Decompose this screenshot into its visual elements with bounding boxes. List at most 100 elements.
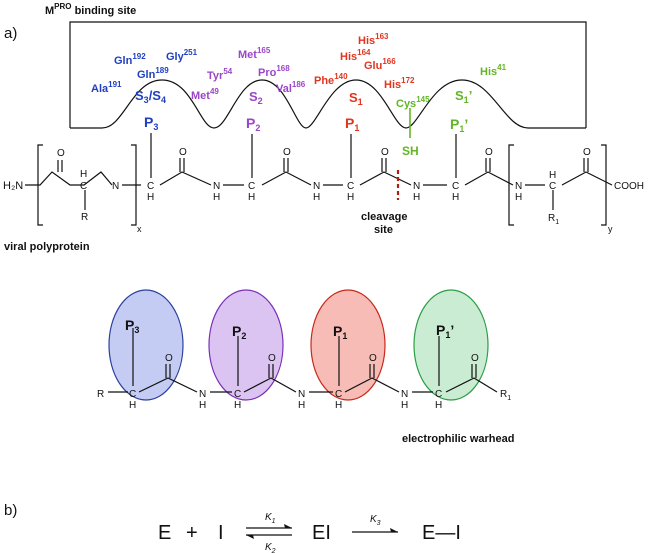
covalent-complex: E—I: [422, 522, 461, 544]
svg-text:H: H: [248, 192, 255, 203]
amine-terminus: H₂N: [3, 180, 23, 192]
inhibitor-p1prime: P1’: [436, 322, 454, 340]
svg-text:O: O: [369, 353, 377, 364]
subsite-s3-s4: S3/S4: [135, 88, 166, 105]
position-p3: P3: [144, 114, 158, 132]
svg-text:H: H: [129, 400, 136, 411]
inhibitor-structure: P3 P2 P1 P1’ R C H O N H C H: [97, 317, 511, 411]
residue-phe140: Phe140: [314, 72, 348, 87]
svg-text:H: H: [413, 192, 420, 203]
p1-ellipse: [310, 289, 386, 401]
svg-text:O: O: [268, 353, 276, 364]
svg-text:x: x: [137, 224, 142, 234]
svg-text:H: H: [234, 400, 241, 411]
svg-text:O: O: [57, 148, 65, 159]
svg-text:O: O: [283, 147, 291, 158]
side-chain-bonds: [150, 133, 457, 178]
k2-label: K2: [265, 542, 276, 553]
subsite-s2: S2: [249, 89, 263, 106]
svg-text:H: H: [313, 192, 320, 203]
residue-gln189: Gln189: [137, 66, 169, 81]
svg-text:H: H: [80, 169, 87, 180]
svg-text:N: N: [213, 181, 220, 192]
svg-text:H: H: [549, 170, 556, 181]
inhibitor-p2: P2: [232, 323, 246, 341]
svg-text:H: H: [147, 192, 154, 203]
svg-text:H: H: [213, 192, 220, 203]
svg-text:C: C: [347, 181, 354, 192]
polyprotein-chain: H₂N x y O: [3, 144, 644, 234]
panel-a-label: a): [4, 25, 17, 42]
svg-text:C: C: [435, 389, 442, 400]
svg-text:H: H: [199, 400, 206, 411]
subsite-s1: S1: [349, 90, 363, 107]
svg-text:H: H: [452, 192, 459, 203]
svg-text:N: N: [413, 181, 420, 192]
position-p2: P2: [246, 115, 260, 133]
residue-cys145: Cys145: [396, 95, 430, 110]
residue-his41: His41: [480, 63, 507, 78]
svg-text:R1: R1: [500, 389, 511, 402]
svg-text:H: H: [298, 400, 305, 411]
inhibitor-p3: P3: [125, 317, 139, 335]
p2-ellipse: [208, 289, 284, 401]
svg-text:C: C: [248, 181, 255, 192]
svg-text:O: O: [583, 147, 591, 158]
svg-text:H: H: [347, 192, 354, 203]
residue-glu166: Glu166: [364, 57, 396, 72]
kinetic-scheme: E + I K1 K2 EI K3 E—I: [158, 512, 461, 553]
binding-site-contour: [70, 79, 586, 129]
svg-text:R: R: [97, 389, 104, 400]
inhibitor-I: I: [218, 522, 224, 544]
svg-text:C: C: [549, 181, 556, 192]
position-p1: P1: [345, 115, 359, 133]
svg-text:O: O: [381, 147, 389, 158]
svg-text:C: C: [147, 181, 154, 192]
viral-polyprotein-label: viral polyprotein: [4, 241, 90, 253]
svg-text:N: N: [515, 181, 522, 192]
svg-text:O: O: [165, 353, 173, 364]
residue-met165: Met165: [238, 46, 271, 61]
position-p1prime: P1’: [450, 116, 468, 134]
residue-val186: Val186: [276, 80, 306, 95]
k1-label: K1: [265, 512, 276, 525]
subsite-s1prime: S1’: [455, 88, 472, 105]
svg-text:N: N: [298, 389, 305, 400]
svg-text:N: N: [112, 181, 119, 192]
s3s4-residues: Gln192 Gly251 Gln189 Ala191 S3/S4: [91, 48, 198, 105]
svg-text:C: C: [234, 389, 241, 400]
svg-text:N: N: [313, 181, 320, 192]
svg-text:O: O: [485, 147, 493, 158]
svg-text:y: y: [608, 224, 613, 234]
s1-residues: His163 His164 Glu166 Phe140 His172 S1: [314, 32, 415, 107]
svg-text:N: N: [401, 389, 408, 400]
svg-text:C: C: [452, 181, 459, 192]
svg-text:O: O: [179, 147, 187, 158]
binding-site-frame: [69, 21, 587, 128]
cleavage-label-2: site: [374, 224, 393, 236]
complex-EI: EI: [312, 522, 331, 544]
panel-b-label: b): [4, 502, 17, 519]
svg-text:R1: R1: [548, 213, 559, 226]
plus-sign: +: [186, 522, 198, 544]
svg-text:N: N: [199, 389, 206, 400]
svg-text:H: H: [401, 400, 408, 411]
cleavage-label-1: cleavage: [361, 211, 407, 223]
residue-his164: His164: [340, 48, 371, 63]
p3-ellipse: [108, 289, 184, 401]
s2-residues: Met165 Tyr54 Pro168 Val186 Met49 S2: [191, 46, 306, 106]
residue-gly251: Gly251: [166, 48, 198, 63]
residue-pro168: Pro168: [258, 64, 290, 79]
binding-site-title: MPRO binding site: [45, 2, 136, 17]
p1prime-ellipse: [413, 289, 489, 401]
svg-text:COOH: COOH: [614, 181, 644, 192]
warhead-label: electrophilic warhead: [402, 433, 514, 445]
residue-tyr54: Tyr54: [207, 67, 233, 82]
svg-text:H: H: [515, 192, 522, 203]
svg-text:H: H: [435, 400, 442, 411]
enzyme-E: E: [158, 522, 171, 544]
svg-text:R: R: [81, 212, 88, 223]
svg-text:C: C: [80, 181, 87, 192]
residue-ala191: Ala191: [91, 80, 122, 95]
